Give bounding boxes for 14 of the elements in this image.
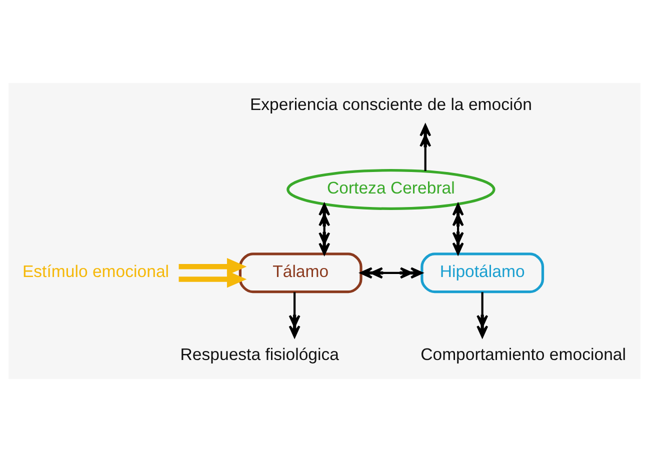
node-text: Experiencia consciente de la emoción bbox=[250, 95, 532, 114]
node-text: Respuesta fisiológica bbox=[180, 344, 339, 364]
node-ellipse: Corteza Cerebral bbox=[286, 169, 496, 210]
arrow bbox=[452, 203, 464, 255]
node-box: Tálamo bbox=[238, 252, 362, 294]
node-box: Hipotálamo bbox=[420, 252, 544, 294]
node-text: Comportamiento emocional bbox=[420, 344, 626, 364]
arrow bbox=[178, 270, 247, 288]
arrow bbox=[420, 124, 432, 171]
arrow bbox=[178, 258, 247, 276]
arrow bbox=[476, 292, 488, 338]
arrow bbox=[288, 292, 300, 338]
node-text: Estímulo emocional bbox=[22, 262, 170, 281]
arrow bbox=[360, 267, 423, 279]
